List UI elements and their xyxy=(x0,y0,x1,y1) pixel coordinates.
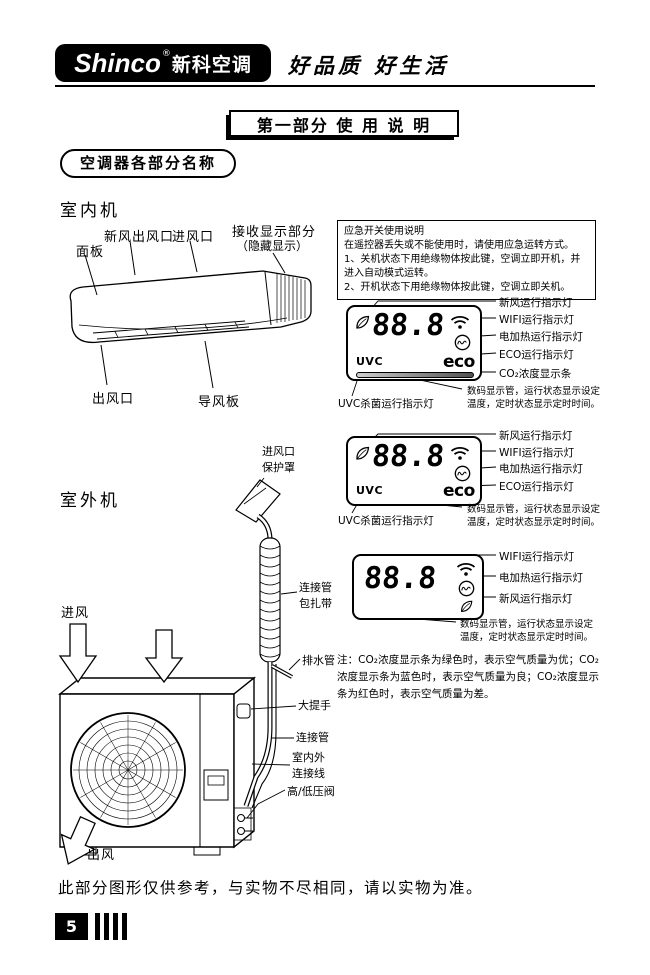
registered-trademark-icon: ® xyxy=(161,49,171,59)
indoor-unit-title: 室内机 xyxy=(60,201,120,221)
label-fresh-indicator: 新风运行指示灯 xyxy=(499,593,573,605)
label-digit-tube: 温度，定时状态显示定时时间。 xyxy=(467,399,601,410)
page-number: 5 xyxy=(55,913,88,940)
label-fresh-indicator: 新风运行指示灯 xyxy=(499,297,573,309)
label-digit-tube: 数码显示管，运行状态显示设定 xyxy=(460,619,594,630)
wifi-icon xyxy=(450,316,470,329)
part-title: 第一部分 使 用 说 明 xyxy=(229,110,459,137)
label-uvc-indicator: UVC杀菌运行指示灯 xyxy=(338,398,434,410)
bar xyxy=(122,913,127,940)
bar xyxy=(113,913,118,940)
label-heater-indicator: 电加热运行指示灯 xyxy=(499,572,583,584)
heater-icon xyxy=(458,580,475,597)
outdoor-unit-diagram xyxy=(58,477,301,865)
label-inlet-cover-line1: 进风口 xyxy=(262,445,295,458)
brand-name-cn: 新科空调 xyxy=(171,53,252,76)
label-connecting-wire-line1: 室内外 xyxy=(292,751,325,764)
digital-display: 88.8 xyxy=(370,308,446,343)
label-uvc-indicator: UVC杀菌运行指示灯 xyxy=(338,515,434,527)
label-pressure-valve: 高/低压阀 xyxy=(287,785,335,798)
indoor-unit-diagram xyxy=(69,240,312,389)
label-air-out: 出风 xyxy=(87,848,116,863)
label-heater-indicator: 电加热运行指示灯 xyxy=(499,463,583,475)
display-panel-3: 88.8 xyxy=(352,554,484,620)
co2-color-note: 注：CO₂浓度显示条为绿色时，表示空气质量为优；CO₂浓度显示条为蓝色时，表示空… xyxy=(337,654,599,700)
label-air-inlet: 进风口 xyxy=(172,230,215,245)
header-divider xyxy=(55,85,595,87)
brand-name-en: Shinco xyxy=(74,47,161,78)
co2-level-bar xyxy=(356,372,474,378)
label-fresh-indicator: 新风运行指示灯 xyxy=(499,430,573,442)
wifi-icon xyxy=(456,563,476,576)
label-connecting-wire: 室内外 连接线 xyxy=(292,750,325,782)
label-eco-indicator: ECO运行指示灯 xyxy=(499,349,574,361)
label-air-in: 进风 xyxy=(61,606,90,621)
label-heater-indicator: 电加热运行指示灯 xyxy=(499,331,583,343)
label-handle: 大提手 xyxy=(298,699,331,712)
label-connecting-wire-line2: 连接线 xyxy=(292,767,325,780)
label-wifi-indicator: WIFI运行指示灯 xyxy=(499,314,575,326)
heater-icon xyxy=(454,334,471,351)
emergency-title: 应急开关使用说明 xyxy=(344,226,424,237)
label-wifi-indicator: WIFI运行指示灯 xyxy=(499,447,575,459)
uvc-text: UVC xyxy=(356,355,384,368)
section-title: 空调器各部分名称 xyxy=(60,149,237,178)
outdoor-unit-title: 室外机 xyxy=(60,491,120,511)
uvc-text: UVC xyxy=(356,484,384,497)
bar xyxy=(104,913,109,940)
label-panel: 面板 xyxy=(76,245,105,260)
reference-note: 此部分图形仅供参考，与实物不尽相同，请以实物为准。 xyxy=(58,879,484,897)
label-drain-pipe: 排水管 xyxy=(302,654,335,667)
label-air-outlet: 出风口 xyxy=(92,392,135,407)
label-digit-tube: 温度，定时状态显示定时时间。 xyxy=(467,517,601,528)
label-receiver-display: 接收显示部分 xyxy=(232,225,317,240)
eco-logo: eco xyxy=(443,352,475,372)
label-eco-indicator: ECO运行指示灯 xyxy=(499,481,574,493)
wifi-icon xyxy=(450,447,470,460)
heater-icon xyxy=(454,465,471,482)
display-panel-1: 88.8 UVC eco xyxy=(346,305,482,381)
label-inlet-cover-line2: 保护罩 xyxy=(262,461,295,474)
label-receiver-hidden: （隐藏显示） xyxy=(236,239,309,253)
eco-logo: eco xyxy=(443,481,475,501)
fresh-air-leaf-icon xyxy=(356,446,370,460)
label-pipe-wrap-band-line1: 连接管 xyxy=(299,581,332,594)
label-inlet-cover: 进风口 保护罩 xyxy=(262,444,295,476)
brand-slogan: 好品质 好生活 xyxy=(288,53,450,78)
digital-display: 88.8 xyxy=(362,561,438,596)
page-number-bars xyxy=(95,913,127,940)
digital-display: 88.8 xyxy=(370,439,446,474)
label-pipe-wrap-band: 连接管 包扎带 xyxy=(299,580,332,612)
emergency-line: 1、关机状态下用绝缘物体按此键，空调立即开机，并 xyxy=(344,254,581,265)
label-deflector: 导风板 xyxy=(198,395,241,410)
label-digit-tube: 数码显示管，运行状态显示设定 xyxy=(467,504,601,515)
fresh-air-leaf-icon xyxy=(356,315,370,329)
brand-logo: Shinco ® 新科空调 xyxy=(55,44,271,82)
label-pipe-wrap-band-line2: 包扎带 xyxy=(299,597,332,610)
emergency-line: 在遥控器丢失或不能使用时，请使用应急运转方式。 xyxy=(344,240,574,251)
label-digit-tube: 数码显示管，运行状态显示设定 xyxy=(467,386,601,397)
display-panel-2: 88.8 UVC eco xyxy=(346,436,482,506)
bar xyxy=(95,913,100,940)
emergency-line: 2、开机状态下用绝缘物体按此键，空调立即关机。 xyxy=(344,282,571,293)
fresh-air-leaf-icon xyxy=(461,600,473,612)
label-co2-bar: CO₂浓度显示条 xyxy=(499,368,572,380)
emergency-line: 进入自动模式运转。 xyxy=(344,268,434,279)
label-fresh-air-outlet: 新风出风口 xyxy=(104,230,175,245)
label-digit-tube: 温度，定时状态显示定时时间。 xyxy=(460,632,594,643)
emergency-switch-note: 应急开关使用说明 在遥控器丢失或不能使用时，请使用应急运转方式。 1、关机状态下… xyxy=(337,220,596,300)
label-connecting-pipe: 连接管 xyxy=(296,731,329,744)
label-wifi-indicator: WIFI运行指示灯 xyxy=(499,551,575,563)
